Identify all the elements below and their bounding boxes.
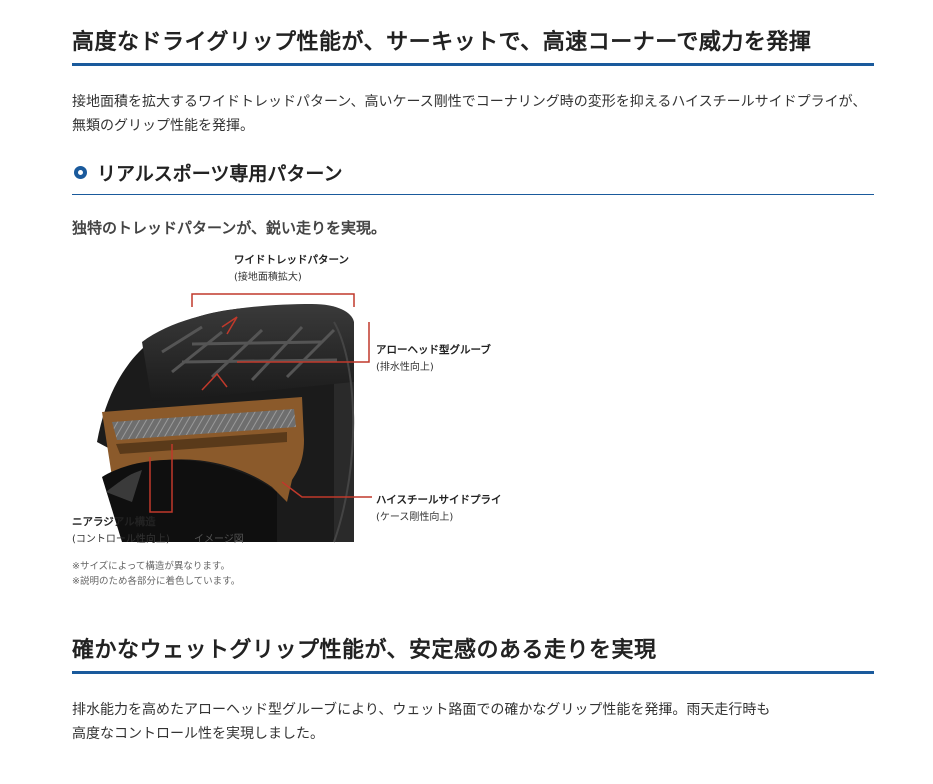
section-heading-dry-grip: 高度なドライグリップ性能が、サーキットで、高速コーナーで威力を発揮	[72, 30, 812, 55]
label-arrow-groove-sub: (排水性向上)	[376, 362, 434, 373]
section-body-wet-grip-line1: 排水能力を高めたアローヘッド型グルーブにより、ウェット路面での確かなグリップ性能…	[72, 702, 771, 718]
figure-note-2: ※説明のため各部分に着色しています。	[72, 576, 241, 587]
tire-structure-figure: 独特のトレッドパターンが、鋭い走りを実現。	[72, 212, 542, 594]
figure-note-1: ※サイズによって構造が異なります。	[72, 561, 230, 572]
circle-bullet-icon	[74, 165, 87, 179]
heading-underline	[72, 63, 874, 66]
heading-underline-2	[72, 671, 874, 674]
subsection-underline	[72, 194, 874, 195]
label-wide-tread-sub: (接地面積拡大)	[234, 272, 302, 283]
label-arrow-groove: アローヘッド型グルーブ	[376, 344, 491, 356]
subsection-heading: リアルスポーツ専用パターン	[72, 158, 342, 186]
section-body-wet-grip-line2: 高度なコントロール性を実現しました。	[72, 726, 324, 742]
label-sideply: ハイスチールサイドプライ	[376, 494, 502, 506]
section-body-wet-grip: 排水能力を高めたアローヘッド型グルーブにより、ウェット路面での確かなグリップ性能…	[72, 698, 872, 746]
label-image-note: イメージ図	[194, 534, 244, 545]
label-sideply-sub: (ケース剛性向上)	[376, 512, 454, 523]
label-wide-tread: ワイドトレッドパターン	[234, 254, 349, 266]
label-radial-sub: (コントロール性向上)	[72, 534, 170, 545]
subsection-heading-text: リアルスポーツ専用パターン	[97, 162, 343, 185]
section-heading-wet-grip: 確かなウェットグリップ性能が、安定感のある走りを実現	[72, 638, 657, 663]
label-radial: ニアラジアル構造	[72, 516, 156, 528]
section-body-dry-grip: 接地面積を拡大するワイドトレッドパターン、高いケース剛性でコーナリング時の変形を…	[72, 94, 867, 134]
figure-title: 独特のトレッドパターンが、鋭い走りを実現。	[72, 219, 386, 237]
